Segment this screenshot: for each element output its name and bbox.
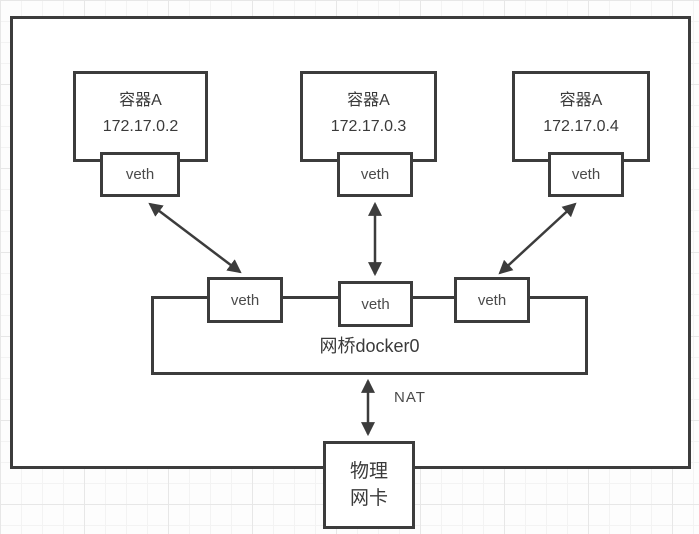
container-label: 容器A [559,91,603,109]
bridge-veth-box-3: veth [454,277,530,323]
physical-nic-label-line1: 物理 [349,461,388,482]
veth-label: veth [571,166,601,183]
veth-label: veth [361,295,390,313]
container-ip: 172.17.0.4 [543,117,619,135]
veth-label: veth [230,291,260,309]
container-node-1: 容器A 172.17.0.2 [73,71,208,162]
bridge-label: 网桥docker0 [319,336,420,356]
container-label: 容器A [119,91,162,109]
bridge-veth-box-1: veth [207,277,283,323]
container2-veth-box: veth [337,152,413,197]
container1-veth-box: veth [100,152,180,197]
physical-nic-label-line2: 网卡 [349,488,388,509]
container-node-3: 容器A 172.17.0.4 [512,71,650,162]
nat-label: NAT [394,389,426,406]
physical-nic-box: 物理 网卡 [323,441,415,529]
bridge-veth-box-2: veth [338,281,413,327]
container3-veth-box: veth [548,152,624,197]
container-node-2: 容器A 172.17.0.3 [300,71,437,162]
container-ip: 172.17.0.2 [102,117,179,135]
container-label: 容器A [347,91,390,109]
container-ip: 172.17.0.3 [330,117,407,135]
veth-label: veth [360,166,390,183]
veth-label: veth [477,291,507,309]
veth-label: veth [125,166,155,183]
